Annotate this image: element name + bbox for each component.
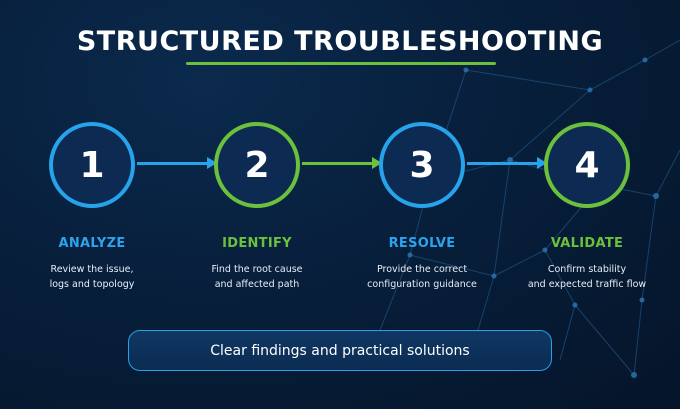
step-description: Provide the correct configuration guidan… [352,262,492,292]
page-title: STRUCTURED TROUBLESHOOTING [76,26,604,57]
arrow-head-icon [207,157,217,169]
step-validate: 4 VALIDATE Confirm stability and expecte… [517,122,657,292]
step-identify: 2 IDENTIFY Find the root cause and affec… [187,122,327,292]
step-description-line: logs and topology [49,279,135,290]
arrow-head-icon [537,157,547,169]
arrow-shaft [137,162,209,165]
title-underline [186,62,496,65]
arrow-2-to-3 [302,157,382,169]
step-resolve: 3 RESOLVE Provide the correct configurat… [352,122,492,292]
step-description-line: and affected path [214,279,300,290]
step-title: ANALYZE [58,236,126,251]
step-title: VALIDATE [550,236,624,251]
step-title: RESOLVE [388,236,456,251]
arrow-shaft [302,162,374,165]
summary-banner-text: Clear findings and practical solutions [210,342,470,359]
step-description-line: Find the root cause [211,264,303,275]
step-number: 1 [79,144,105,186]
step-description-line: Provide the correct [376,264,468,275]
arrow-1-to-2 [137,157,217,169]
step-description-line: configuration guidance [367,279,477,290]
step-analyze: 1 ANALYZE Review the issue, logs and top… [22,122,162,292]
step-description: Find the root cause and affected path [187,262,327,292]
step-title: IDENTIFY [222,236,292,251]
step-circle: 4 [544,122,630,208]
step-description-line: and expected traffic flow [527,279,647,290]
step-description: Review the issue, logs and topology [22,262,162,292]
arrow-3-to-4 [467,157,547,169]
step-number: 4 [574,144,600,186]
arrow-head-icon [372,157,382,169]
step-circle: 3 [379,122,465,208]
step-description: Confirm stability and expected traffic f… [517,262,657,292]
step-description-line: Review the issue, [50,264,134,275]
arrow-shaft [467,162,539,165]
summary-banner: Clear findings and practical solutions [128,330,552,371]
step-number: 3 [409,144,435,186]
step-number: 2 [244,144,270,186]
step-description-line: Confirm stability [547,264,627,275]
step-circle: 1 [49,122,135,208]
step-circle: 2 [214,122,300,208]
